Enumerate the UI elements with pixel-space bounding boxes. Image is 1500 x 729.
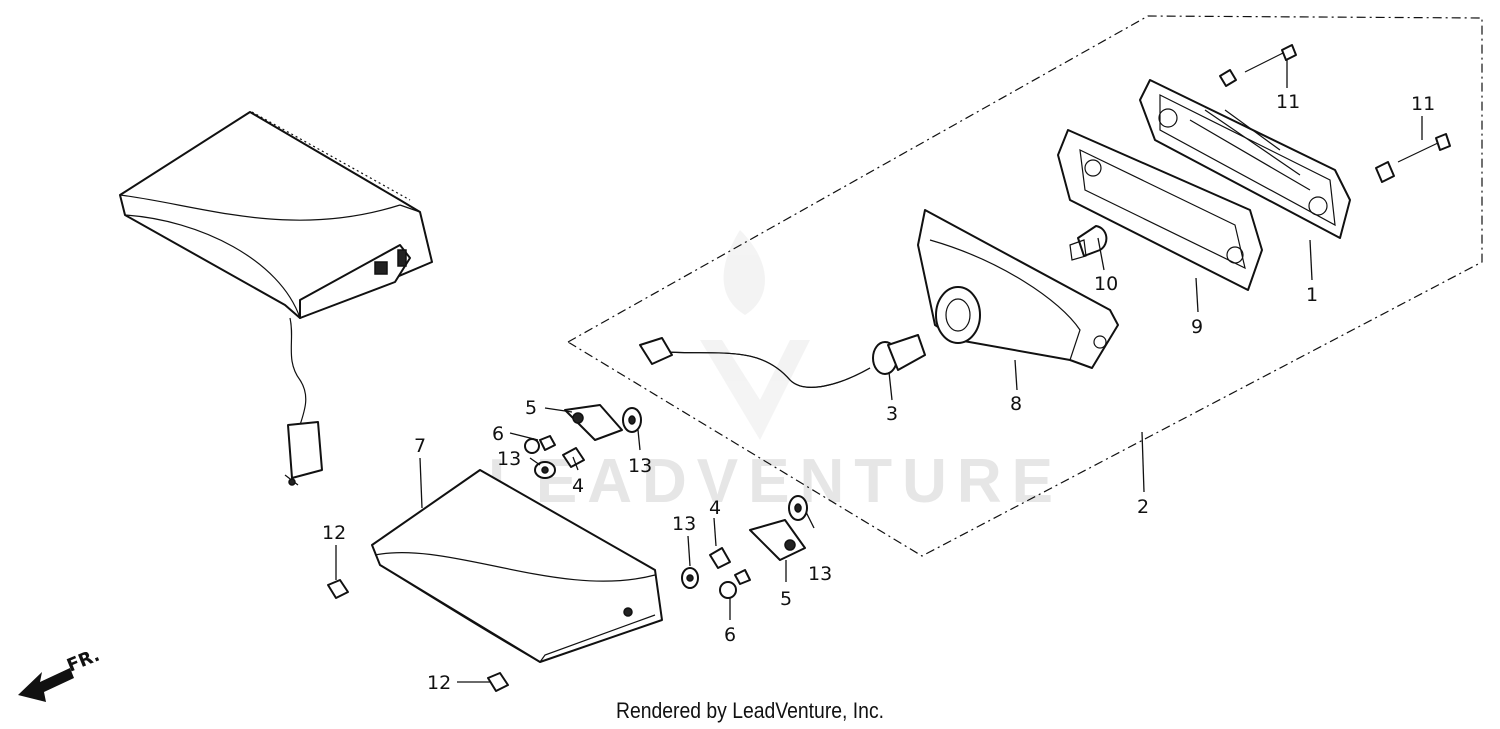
callout-13-lower-right: 13 — [808, 563, 832, 585]
callout-6-upper: 6 — [492, 423, 504, 445]
callout-5-lower: 5 — [780, 588, 792, 610]
callout-10: 10 — [1094, 273, 1118, 295]
callout-13-upper-right: 13 — [628, 455, 652, 477]
lower-hardware-group — [681, 495, 808, 599]
callout-9: 9 — [1191, 316, 1203, 338]
callout-1: 1 — [1306, 284, 1318, 306]
part-9-gasket — [1057, 129, 1263, 291]
callout-8: 8 — [1010, 393, 1022, 415]
callout-2: 2 — [1137, 496, 1149, 518]
part-3-socket-harness — [639, 334, 926, 388]
callout-11-right: 11 — [1411, 93, 1435, 115]
callout-6-lower: 6 — [724, 624, 736, 646]
callout-7: 7 — [414, 435, 426, 457]
front-direction-label: FR. — [64, 645, 103, 677]
callout-5-upper: 5 — [525, 397, 537, 419]
callout-12-bottom: 12 — [427, 672, 451, 694]
callout-4-lower: 4 — [709, 497, 721, 519]
part-12-nuts — [327, 579, 509, 692]
callout-12-left: 12 — [322, 522, 346, 544]
front-direction-arrow-icon: FR. — [18, 645, 103, 702]
callout-labels: 11 11 1 9 10 8 3 2 5 6 13 4 13 7 12 12 1… — [322, 91, 1435, 694]
callout-11-upper: 11 — [1276, 91, 1300, 113]
part-7-lens-cover — [371, 469, 663, 663]
upper-hardware-group — [524, 404, 642, 479]
watermark-logo — [700, 230, 810, 440]
leader-lines — [335, 60, 1423, 683]
callout-4-upper: 4 — [572, 475, 584, 497]
callout-13-upper-left: 13 — [497, 448, 521, 470]
callout-13-lower-left: 13 — [672, 513, 696, 535]
taillight-assembly-drawing — [119, 111, 433, 486]
assembly-frame — [566, 15, 1483, 557]
callout-3: 3 — [886, 403, 898, 425]
part-8-housing — [917, 209, 1119, 369]
part-1-lens — [1139, 79, 1351, 239]
part-11-screws — [1219, 44, 1451, 183]
render-credit: Rendered by LeadVenture, Inc. — [615, 698, 885, 723]
